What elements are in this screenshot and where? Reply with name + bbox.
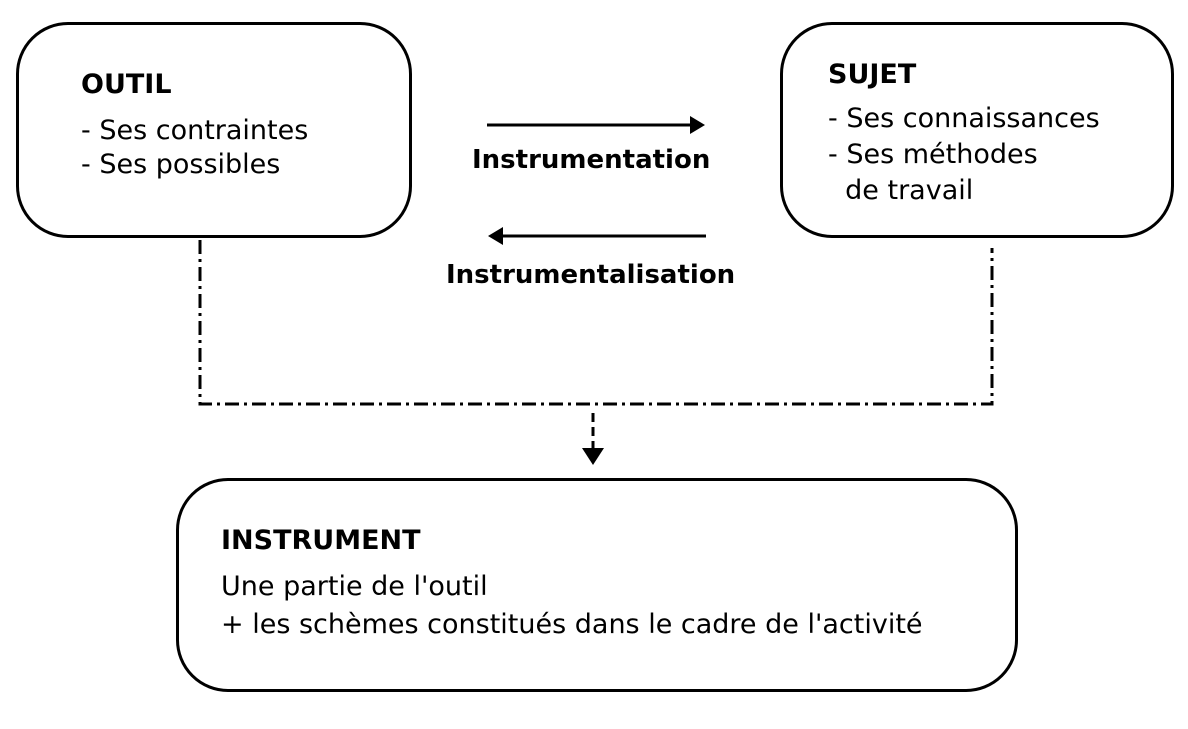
instrumentation-arrow: [487, 116, 705, 134]
sujet-line-methodes: - Ses méthodes: [828, 139, 1038, 170]
sujet-line-connaissances: - Ses connaissances: [828, 103, 1100, 134]
instrument-box: INSTRUMENT Une partie de l'outil + les s…: [176, 478, 1018, 692]
sujet-box: SUJET - Ses connaissances - Ses méthodes…: [780, 22, 1174, 238]
outil-line-possibles: - Ses possibles: [81, 149, 281, 180]
sujet-title: SUJET: [828, 59, 917, 90]
instrumentalisation-label: Instrumentalisation: [446, 260, 736, 290]
instrument-title: INSTRUMENT: [221, 525, 421, 556]
dashdot-connector: [198, 240, 994, 406]
down-arrow: [582, 413, 604, 465]
instrumentalisation-arrow: [488, 227, 706, 245]
outil-line-constraints: - Ses contraintes: [81, 115, 309, 146]
sujet-line-travail: de travail: [828, 175, 974, 206]
outil-box: OUTIL - Ses contraintes - Ses possibles: [16, 22, 412, 238]
instrument-line-partie: Une partie de l'outil: [221, 571, 488, 602]
instrument-line-schemes: + les schèmes constitués dans le cadre d…: [221, 609, 923, 640]
instrumentation-label: Instrumentation: [472, 145, 711, 175]
outil-title: OUTIL: [81, 69, 172, 100]
